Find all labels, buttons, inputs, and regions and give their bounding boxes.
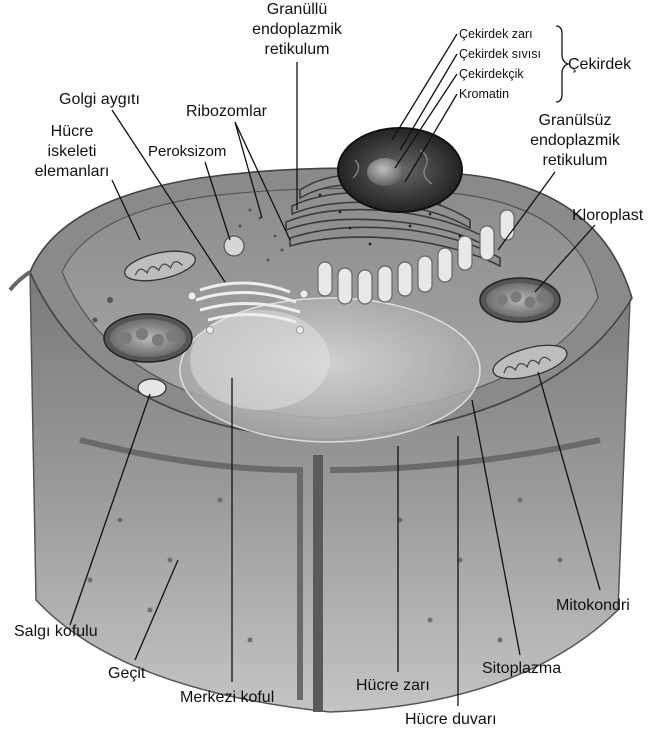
label-cekirdekcik: Çekirdekçik [459,67,524,81]
label-ribozomlar: Ribozomlar [186,103,268,120]
label-cekirdek: Çekirdek [568,56,632,73]
nucleus-brace [556,26,568,102]
label-hucre-duvari: Hücre duvarı [405,711,497,728]
label-granullu-er-2: endoplazmik [252,21,343,38]
chloroplast-right [480,278,560,322]
label-salgi-kofulu: Salgı kofulu [14,623,98,640]
secretory-vesicle [138,379,166,397]
label-sitoplazma: Sitoplazma [482,660,561,677]
vacuole-highlight [190,310,330,410]
label-granulsuz-er-1: Granülsüz [539,112,612,129]
label-golgi: Golgi aygıtı [59,91,140,108]
wall-partition-side-left [10,272,30,290]
peroxisome [224,236,244,256]
label-peroksizom: Peroksizom [148,143,226,160]
label-cekirdek-zari: Çekirdek zarı [459,27,533,41]
label-granullu-er-3: retikulum [265,41,330,58]
label-cekirdek-sivisi: Çekirdek sıvısı [459,47,541,61]
label-granullu-er-1: Granüllü [267,1,327,18]
label-hucre-iskeleti-1: Hücre [51,123,94,140]
label-hucre-zari: Hücre zarı [356,677,430,694]
nucleolus [367,158,403,186]
label-hucre-iskeleti-3: elemanları [35,163,110,180]
label-granulsuz-er-2: endoplazmik [530,132,621,149]
label-gecit: Geçit [108,665,146,682]
chloroplast-left [104,314,192,362]
label-mitokondri: Mitokondri [556,597,630,614]
label-kloroplast: Kloroplast [572,207,644,224]
label-merkezi-koful: Merkezi koful [180,689,274,706]
label-granulsuz-er-3: retikulum [543,152,608,169]
label-hucre-iskeleti-2: iskeleti [48,143,97,160]
label-kromatin: Kromatin [459,87,509,101]
